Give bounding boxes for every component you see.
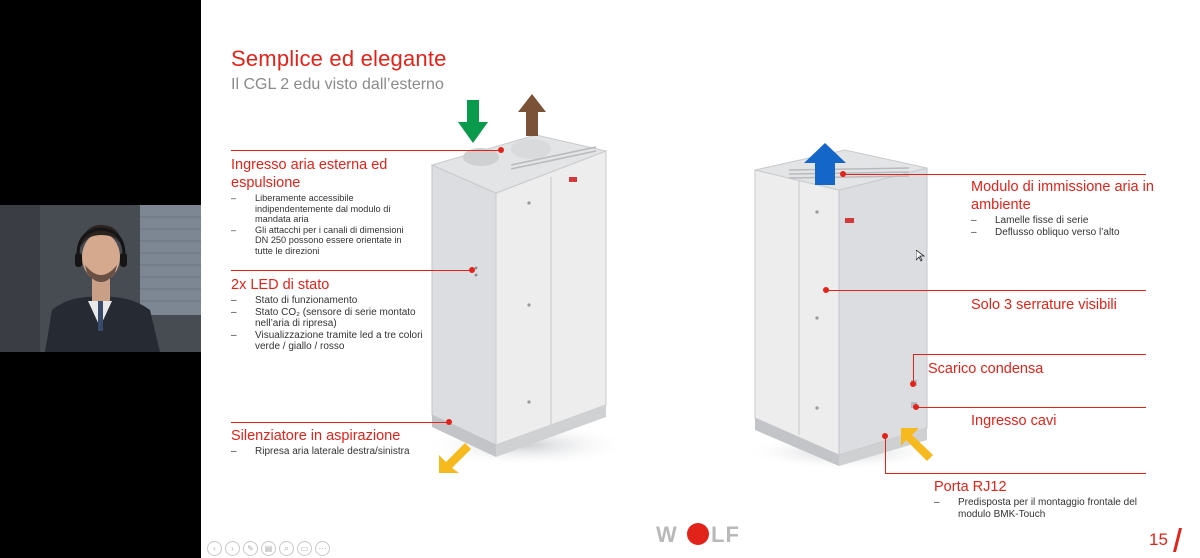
callout-heading-condensate: Scarico condensa	[928, 361, 1044, 377]
leader-line-silencer	[231, 422, 449, 423]
next-icon[interactable]: ›	[225, 541, 240, 556]
air-intake-arrow-right-icon	[901, 428, 933, 461]
callout-heading-rj12: Porta RJ12	[934, 479, 1007, 495]
slide-nav-toolbar: ‹ › ✎ ▤ ⌕ ▭ ⋯	[207, 541, 330, 556]
zoom-icon[interactable]: ⌕	[279, 541, 294, 556]
leader-line-cable-entry	[916, 407, 1146, 408]
air-in-arrow-icon	[458, 100, 488, 143]
callout-heading-locks: Solo 3 serrature visibili	[971, 297, 1117, 313]
prev-icon[interactable]: ‹	[207, 541, 222, 556]
callout-heading-silencer: Silenziatore in aspirazione	[231, 428, 401, 444]
callout-bullets-led: Stato di funzionamento Stato CO₂ (sensor…	[231, 295, 441, 353]
air-intake-arrow-left-icon	[439, 443, 471, 473]
air-supply-arrow-icon	[804, 143, 846, 185]
callout-bullets-supply-module: Lamelle fisse di serie Deflusso obliquo …	[971, 215, 1171, 238]
leader-line-rj12-vert	[885, 436, 886, 474]
presentation-slide: Semplice ed elegante Il CGL 2 edu visto …	[201, 0, 1200, 558]
wolf-logo: W LF	[656, 520, 746, 548]
callout-bullets-air-inlet: Liberamente accessibile indipendentement…	[231, 193, 411, 256]
leader-line-air-inlet	[231, 150, 501, 151]
webcam-video	[0, 205, 201, 352]
list-item: Predisposta per il montaggio frontale de…	[934, 497, 1154, 520]
screen-icon[interactable]: ▭	[297, 541, 312, 556]
callout-bullets-rj12: Predisposta per il montaggio frontale de…	[934, 497, 1154, 520]
document-icon[interactable]: ▤	[261, 541, 276, 556]
list-item: Lamelle fisse di serie	[971, 215, 1171, 227]
leader-line-supply	[843, 174, 1146, 175]
page-slash-mark	[1173, 528, 1182, 552]
list-item: Ripresa aria laterale destra/sinistra	[231, 446, 441, 458]
leader-line-locks	[826, 290, 1146, 291]
unit-front-view-illustration	[426, 134, 616, 465]
leader-line-condensate	[913, 354, 1146, 355]
wolf-logo-mark: W LF	[656, 522, 740, 547]
list-item: Stato CO₂ (sensore di serie montato nell…	[231, 307, 441, 330]
leader-dot-condensate	[910, 381, 916, 387]
leader-line-led	[231, 270, 471, 271]
pen-icon[interactable]: ✎	[243, 541, 258, 556]
svg-text:W: W	[656, 522, 678, 547]
leader-dot-silencer	[446, 419, 452, 425]
svg-text:LF: LF	[711, 522, 740, 547]
slide-subtitle: Il CGL 2 edu visto dall’esterno	[231, 76, 444, 93]
page-number: 15	[1149, 530, 1168, 549]
callout-bullets-silencer: Ripresa aria laterale destra/sinistra	[231, 446, 441, 458]
air-out-arrow-icon	[518, 94, 546, 136]
list-item: Stato di funzionamento	[231, 295, 441, 307]
leader-dot-led	[469, 267, 475, 273]
list-item: Deflusso obliquo verso l’alto	[971, 227, 1171, 239]
list-item: Visualizzazione tramite led a tre colori…	[231, 330, 441, 353]
unit-back-view-illustration	[749, 149, 934, 470]
slide-title: Semplice ed elegante	[231, 46, 447, 71]
mouse-cursor-icon	[916, 250, 925, 262]
leader-dot-air-inlet	[498, 147, 504, 153]
callout-heading-cable-entry: Ingresso cavi	[971, 413, 1057, 429]
more-icon[interactable]: ⋯	[315, 541, 330, 556]
callout-heading-led: 2x LED di stato	[231, 277, 330, 293]
presenter-video-frame	[0, 205, 201, 352]
callout-heading-air-inlet: Ingresso aria esterna ed espulsione	[231, 157, 388, 191]
callout-heading-supply-module: Modulo di immissione aria in ambiente	[971, 179, 1154, 213]
list-item: Liberamente accessibile indipendentement…	[231, 193, 411, 225]
list-item: Gli attacchi per i canali di dimensioni …	[231, 225, 411, 257]
leader-line-rj12	[885, 473, 1146, 474]
leader-line-condensate-vert	[913, 354, 914, 384]
